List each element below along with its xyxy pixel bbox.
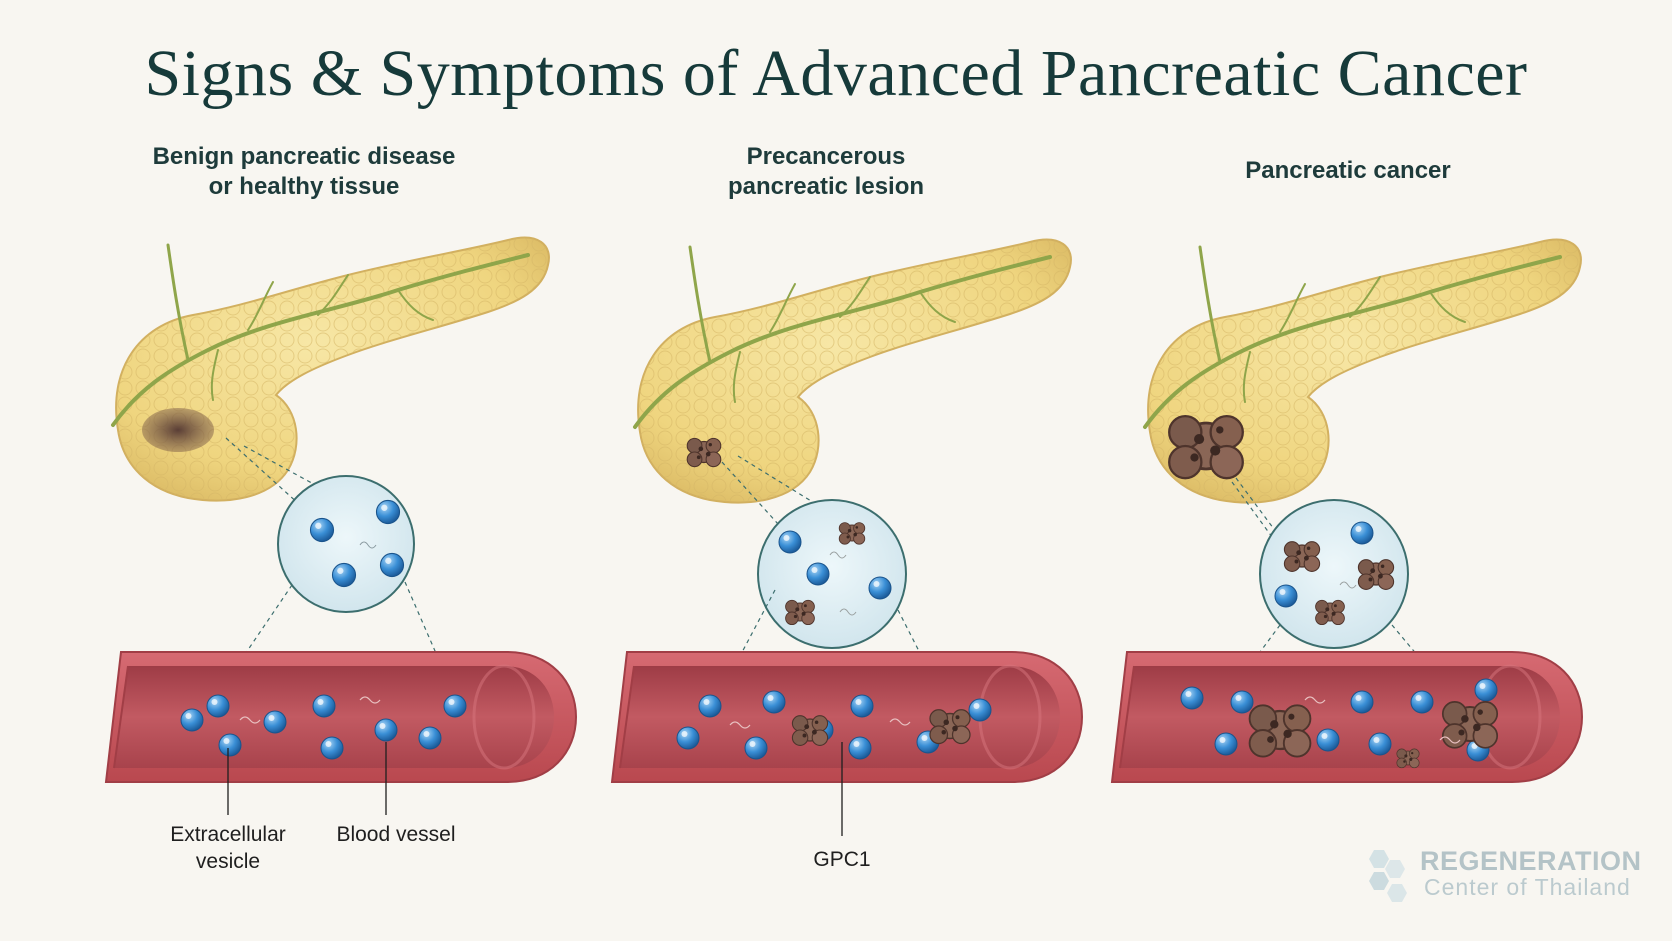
tumor-cell xyxy=(1248,704,1312,758)
vesicle xyxy=(375,499,401,525)
vesicle xyxy=(744,736,768,760)
callout-extracellular-vesicle-line1: Extracellular xyxy=(170,823,286,846)
hexagon-logo-icon xyxy=(1369,850,1407,902)
panel-precancerous xyxy=(610,237,1084,836)
vesicle xyxy=(309,517,335,543)
panel-label-precancerous: Precancerous pancreatic lesion xyxy=(616,142,1036,202)
connector-pancreas-magnifier-pre-a xyxy=(721,461,789,536)
vesicle xyxy=(418,726,442,750)
vesicle xyxy=(698,694,722,718)
vesicle xyxy=(778,530,802,554)
tumor-cell xyxy=(1357,559,1395,591)
panel-label-benign-line2: or healthy tissue xyxy=(208,173,400,200)
blood-vessel-benign xyxy=(104,650,578,784)
vesicle xyxy=(263,710,287,734)
vesicle xyxy=(331,562,357,588)
pancreas-benign xyxy=(111,235,551,503)
vesicle xyxy=(218,733,242,757)
tumor-cell xyxy=(1315,599,1345,626)
vesicle xyxy=(443,694,467,718)
vesicle xyxy=(1368,732,1392,756)
vesicle xyxy=(848,736,872,760)
vesicle xyxy=(1316,728,1340,752)
logo-text-secondary: Center of Thailand xyxy=(1424,874,1631,900)
panel-label-precancerous-line2: pancreatic lesion xyxy=(727,173,925,200)
callout-extracellular-vesicle: Extracellular vesicle xyxy=(148,821,308,875)
vesicle xyxy=(180,708,204,732)
callout-extracellular-vesicle-line2: vesicle xyxy=(195,850,261,873)
vesicle xyxy=(1180,686,1204,710)
vesicle xyxy=(762,690,786,714)
vesicle xyxy=(850,694,874,718)
panel-label-benign-line1: Benign pancreatic disease xyxy=(152,143,456,170)
vesicle xyxy=(868,576,892,600)
vesicle xyxy=(374,718,398,742)
vesicle xyxy=(379,552,405,578)
logo-text-primary: REGENERATION xyxy=(1420,846,1642,876)
callout-blood-vessel: Blood vessel xyxy=(336,823,456,846)
magnifier-benign xyxy=(277,475,415,613)
tumor-cell xyxy=(791,715,829,747)
benign-lesion-spot xyxy=(142,408,214,452)
vesicle xyxy=(1350,521,1374,545)
vesicle xyxy=(320,736,344,760)
tumor-cell xyxy=(1396,748,1420,769)
blood-vessel-precancerous xyxy=(610,650,1084,784)
page-title: Signs & Symptoms of Advanced Pancreatic … xyxy=(144,37,1528,110)
pancreatic-tumor xyxy=(1167,414,1245,480)
blood-vessel-cancer xyxy=(1110,650,1584,784)
connector-magnifier-vessel-benign-a xyxy=(217,584,293,695)
brand-logo: REGENERATION Center of Thailand xyxy=(1360,846,1641,906)
panel-label-cancer: Pancreatic cancer xyxy=(1138,156,1558,186)
vesicle xyxy=(1274,584,1298,608)
vesicle xyxy=(1410,690,1434,714)
vesicle xyxy=(676,726,700,750)
connector-pancreas-magnifier-benign-a xyxy=(225,437,301,506)
tumor-cell xyxy=(1283,541,1321,573)
vesicle xyxy=(1474,678,1498,702)
vesicle xyxy=(312,694,336,718)
tumor-cell xyxy=(838,522,866,545)
panel-benign xyxy=(104,235,578,815)
panel-label-cancer-line1: Pancreatic cancer xyxy=(1245,157,1451,184)
tumor-cell xyxy=(785,599,815,626)
vesicle xyxy=(968,698,992,722)
precancerous-lesion xyxy=(686,437,722,468)
connector-magnifier-vessel-pre-a xyxy=(721,589,776,691)
panel-label-benign: Benign pancreatic disease or healthy tis… xyxy=(94,142,514,202)
magnifier-precancerous xyxy=(757,499,907,649)
panel-label-precancerous-line1: Precancerous xyxy=(746,143,906,170)
callout-gpc1: GPC1 xyxy=(813,848,871,871)
panel-cancer xyxy=(1110,237,1584,784)
vesicle xyxy=(1214,732,1238,756)
vesicle xyxy=(1350,690,1374,714)
vesicle xyxy=(1230,690,1254,714)
vesicle xyxy=(206,694,230,718)
vesicle xyxy=(806,562,830,586)
tumor-cell xyxy=(929,709,971,745)
